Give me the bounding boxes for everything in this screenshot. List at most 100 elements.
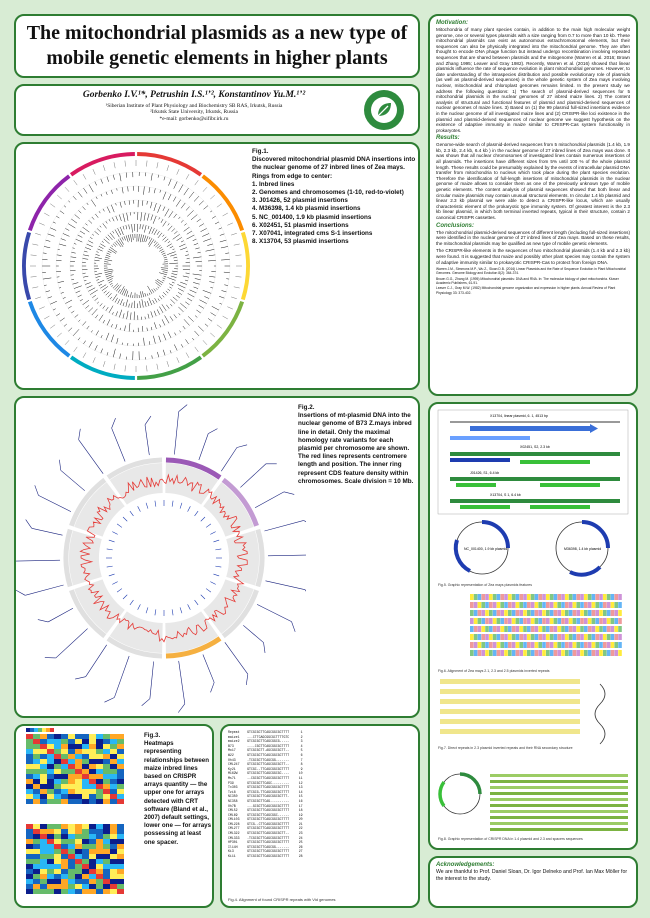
heatmap-cell	[82, 764, 89, 769]
alignment-cell	[534, 618, 539, 624]
insertion-mark	[100, 243, 106, 248]
map-label: J01426, S1, 6.4 kb	[470, 471, 499, 475]
heatmap-cell	[96, 834, 103, 839]
heatmap-cell	[82, 879, 89, 884]
insertion-link	[178, 660, 186, 704]
alignment-cell	[610, 642, 615, 648]
alignment-cell	[519, 602, 523, 608]
heatmap-cell	[47, 839, 54, 844]
insertion-mark	[174, 332, 177, 336]
insertion-mark	[141, 299, 144, 308]
alignment-cell	[523, 650, 527, 656]
insertion-link	[31, 528, 63, 536]
insertion-link	[178, 404, 188, 412]
heatmap-cell	[82, 749, 89, 754]
insertion-mark	[121, 237, 124, 241]
insertion-mark	[50, 227, 57, 231]
alignment-cell	[489, 610, 493, 616]
leaf-icon	[371, 97, 397, 123]
chromosome-arc	[106, 636, 163, 659]
insertion-mark	[153, 229, 158, 236]
insertion-link	[78, 439, 104, 474]
alignment-cell	[580, 650, 584, 656]
chromosome-arc	[221, 477, 259, 527]
alignment-row: NC350 GTCGCGCTTCAGCGGCGCTTT- 15	[228, 794, 303, 799]
heatmap-cell	[54, 854, 61, 859]
heatmap-cell	[54, 889, 61, 894]
insertion-mark	[180, 281, 187, 285]
heatmap-cell	[33, 854, 40, 859]
chromosome-arc	[69, 355, 135, 380]
heatmap-cell	[110, 884, 117, 889]
alignment-cell	[591, 650, 596, 656]
insertion-mark	[180, 344, 184, 348]
insertion-mark	[100, 178, 103, 184]
insertion-mark	[145, 236, 149, 243]
insertion-mark	[168, 178, 172, 186]
insertion-mark	[171, 273, 178, 275]
heatmap-cell	[33, 824, 40, 829]
insertion-mark	[114, 242, 118, 246]
insertion-link	[111, 417, 116, 429]
plasmid-tick	[179, 502, 183, 509]
heatmap-cell	[33, 864, 40, 869]
inbred-line-tick	[39, 222, 45, 226]
alignment-cell	[481, 642, 485, 648]
insertion-mark	[219, 233, 225, 236]
heatmap-cell	[89, 874, 96, 879]
heatmap-cell	[110, 839, 117, 844]
heatmap-cell	[117, 834, 124, 839]
insertion-mark	[95, 213, 99, 218]
heatmap-cell	[61, 744, 68, 749]
alignment-cell	[504, 634, 508, 640]
heatmap-cell	[89, 794, 96, 799]
insertion-mark	[119, 201, 122, 208]
insertion-mark	[189, 289, 197, 294]
insertion-mark	[173, 259, 178, 261]
alignment-cell	[546, 626, 550, 632]
heatmap-cell	[89, 799, 96, 804]
alignment-cell	[546, 642, 550, 648]
alignment-cell	[511, 602, 516, 608]
alignment-row: Tx303 GTCGCGCTTCAGCGGCGCTTTT 13	[228, 785, 303, 790]
insertion-mark	[183, 319, 190, 326]
heatmap-lower	[26, 824, 124, 894]
plasmid-tick	[122, 516, 128, 522]
insertion-mark	[71, 278, 75, 280]
insertion-mark	[220, 246, 228, 249]
insertion-mark	[193, 195, 200, 202]
insertion-mark	[225, 252, 230, 254]
insertion-mark	[187, 293, 195, 298]
legend-item: 3. J01426, 52 plasmid insertions	[252, 197, 348, 205]
alignment-cell	[511, 626, 516, 632]
insertion-mark	[166, 243, 172, 247]
insertion-mark	[106, 352, 109, 356]
insertion-mark	[105, 221, 108, 224]
heatmap-cell	[54, 769, 61, 774]
heatmap-cell	[117, 879, 124, 884]
insertion-mark	[172, 270, 178, 273]
alignment-cell	[485, 610, 489, 616]
figure-1-legend-list: 1. Inbred lines 2. Genomes and chromosom…	[252, 181, 416, 247]
alignment-cell	[515, 650, 520, 656]
alignment-cell	[542, 602, 546, 608]
heatmap-cell	[96, 839, 103, 844]
heatmap-cell	[110, 874, 117, 879]
spacer-row	[490, 798, 628, 801]
inbred-line-tick	[44, 315, 50, 320]
heatmap-cell	[96, 849, 103, 854]
heatmap-cell	[61, 869, 68, 874]
alignment-cell	[473, 634, 478, 640]
alignment-cell	[542, 650, 546, 656]
alignment-cell	[576, 602, 580, 608]
results-text: Genome-wide search of plasmid-derived se…	[436, 142, 630, 220]
alignment-cell	[527, 610, 531, 616]
insertion-mark	[162, 271, 168, 273]
alignment-cell	[580, 634, 584, 640]
insertion-mark	[153, 240, 156, 244]
alignment-cell	[519, 634, 523, 640]
spacer-row	[490, 816, 628, 819]
heatmap-cell	[75, 774, 82, 779]
insertion-mark	[130, 312, 132, 320]
heatmap-cell	[54, 779, 61, 784]
